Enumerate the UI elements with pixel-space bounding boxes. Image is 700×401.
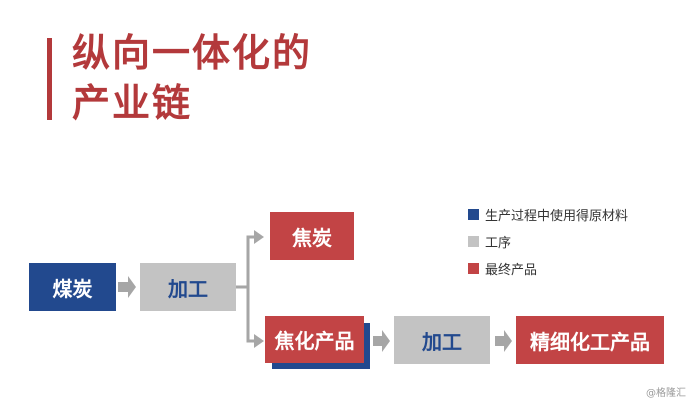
- legend-label: 最终产品: [485, 263, 538, 278]
- title-line-2: 产业链: [72, 81, 193, 125]
- node-coal: 煤炭: [29, 263, 116, 311]
- legend-item-raw-material: 生产过程中使用得原材料: [468, 205, 628, 224]
- branch-connector: [236, 235, 256, 289]
- branch-connector-lower: [246, 287, 256, 343]
- arrow-process-to-fine: [495, 330, 512, 352]
- legend-item-process: 工序: [468, 232, 511, 251]
- watermark: @格隆汇: [646, 388, 686, 399]
- title-line-1: 纵向一体化的: [72, 31, 313, 75]
- page-title: 纵向一体化的 产业链: [72, 28, 312, 128]
- node-process-1: 加工: [140, 263, 236, 311]
- title-accent-bar: [47, 38, 52, 120]
- arrow-coal-to-process: [118, 276, 136, 298]
- node-process-2: 加工: [394, 316, 490, 364]
- legend-swatch-gray: [468, 236, 479, 247]
- node-fine-chemicals: 精细化工产品: [516, 316, 664, 364]
- legend-label: 生产过程中使用得原材料: [485, 209, 629, 224]
- arrow-cokeprod-to-process: [373, 330, 390, 352]
- legend-item-final-product: 最终产品: [468, 259, 537, 278]
- legend-swatch-blue: [468, 209, 479, 220]
- arrow-to-coke: [254, 230, 264, 244]
- node-coke: 焦炭: [270, 212, 354, 260]
- legend-label: 工序: [485, 236, 512, 251]
- node-coke-products: 焦化产品: [265, 316, 364, 363]
- arrow-to-coke-products: [254, 334, 264, 348]
- legend-swatch-red: [468, 263, 479, 274]
